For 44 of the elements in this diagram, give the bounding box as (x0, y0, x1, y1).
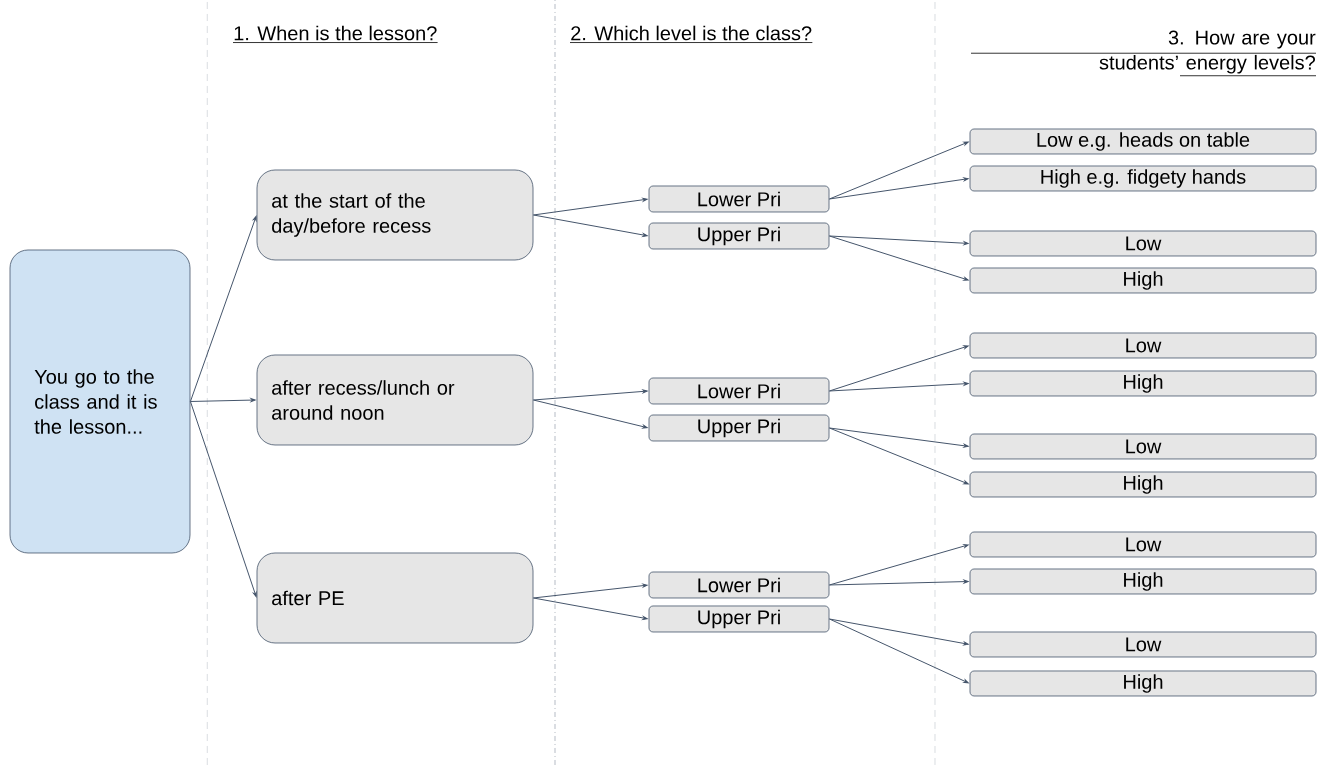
arrow (532, 389, 648, 401)
option-box: Low (969, 332, 1317, 359)
arrow (532, 399, 648, 429)
arrow (189, 398, 256, 402)
option-box: at the start of the day/before recess (256, 169, 534, 261)
arrow (828, 579, 969, 586)
option-box: after PE (256, 552, 534, 644)
option-box: Low (969, 631, 1317, 658)
arrow (828, 235, 969, 246)
heading: 2. Which level is the class? (569, 25, 813, 43)
option-box: Lower Pri (648, 185, 830, 213)
start-box: You go to the class and it is the lesson... (9, 249, 191, 554)
arrow (532, 214, 648, 237)
arrow (828, 618, 969, 646)
option-box: Upper Pri (648, 605, 830, 633)
option-box: Lower Pri (648, 571, 830, 599)
option-box: Low (969, 531, 1317, 558)
option-box: High (969, 670, 1317, 697)
heading: 1. When is the lesson? (232, 25, 438, 43)
option-box: High (969, 370, 1317, 397)
option-box: Lower Pri (648, 377, 830, 405)
heading: 3. How are your students’ energy levels? (970, 30, 1317, 77)
option-box: High (969, 471, 1317, 498)
arrow (828, 618, 969, 684)
option-box: Low (969, 230, 1317, 257)
arrow (828, 177, 969, 200)
arrow (828, 427, 969, 448)
option-box: Upper Pri (648, 222, 830, 250)
arrow (532, 583, 648, 599)
arrow (189, 401, 257, 598)
arrow (532, 597, 648, 620)
option-box: Low e.g. heads on table (969, 128, 1317, 155)
option-box: Upper Pri (648, 414, 830, 442)
option-box: High (969, 267, 1317, 294)
arrow (532, 197, 648, 216)
option-box: after recess/lunch or around noon (256, 354, 534, 446)
option-box: Low (969, 433, 1317, 460)
arrow (828, 235, 969, 281)
option-box: High e.g. fidgety hands (969, 165, 1317, 192)
arrow (828, 141, 969, 200)
arrow (828, 427, 969, 485)
option-box: High (969, 568, 1317, 595)
arrow (828, 381, 969, 392)
arrow (189, 215, 257, 402)
